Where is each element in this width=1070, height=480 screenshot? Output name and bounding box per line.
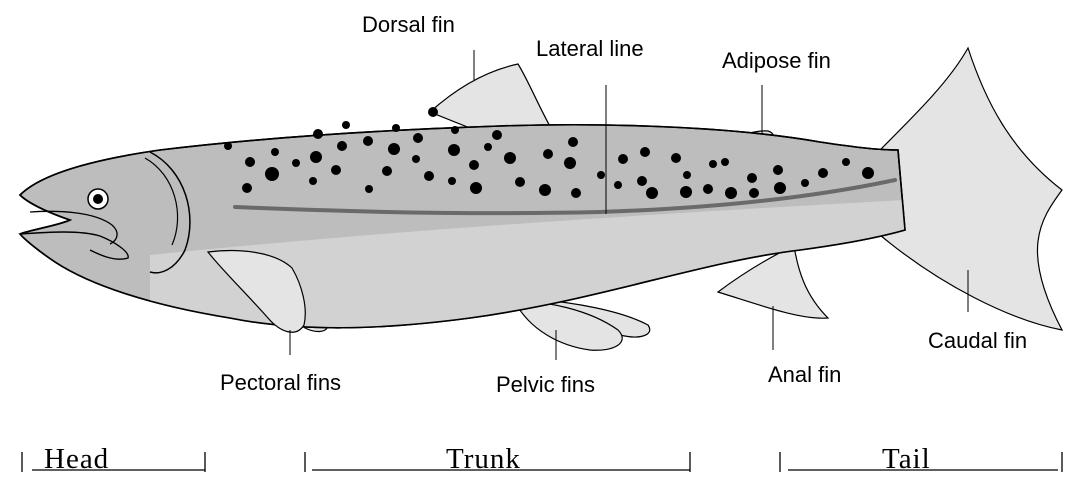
spot [365, 185, 373, 193]
spot [412, 155, 420, 163]
pupil [93, 194, 103, 204]
spot [539, 184, 551, 196]
spot [424, 171, 434, 181]
spot [571, 188, 581, 198]
spot [292, 159, 300, 167]
spot [310, 151, 322, 163]
label-pectoral-fins: Pectoral fins [220, 370, 341, 395]
pelvic-fin [515, 302, 622, 351]
spot [618, 154, 628, 164]
label-caudal-fin: Caudal fin [928, 328, 1027, 353]
label-adipose-fin: Adipose fin [722, 48, 831, 73]
label-lateral-line: Lateral line [536, 36, 644, 61]
spot [747, 173, 757, 183]
region-head: Head [44, 443, 109, 475]
spot [451, 126, 459, 134]
spot [331, 165, 341, 175]
spot [242, 183, 252, 193]
spot [671, 153, 681, 163]
spot [392, 124, 400, 132]
spot [614, 181, 622, 189]
spot [515, 177, 525, 187]
spot [862, 167, 874, 179]
spot [842, 158, 850, 166]
spot [504, 152, 516, 164]
spot [818, 168, 828, 178]
spot [428, 107, 438, 117]
spot [640, 147, 650, 157]
spot [492, 130, 502, 140]
spot [337, 141, 347, 151]
spot [363, 136, 373, 146]
spot [597, 171, 605, 179]
spot [413, 133, 423, 143]
spot [470, 182, 482, 194]
spot [543, 149, 553, 159]
spot [388, 143, 400, 155]
spot [484, 143, 492, 151]
spot [725, 187, 737, 199]
spot [774, 182, 786, 194]
label-anal-fin: Anal fin [768, 362, 841, 387]
region-trunk: Trunk [446, 443, 521, 475]
spot [342, 121, 350, 129]
spot [703, 184, 713, 194]
spot [683, 171, 691, 179]
dorsal-fin [430, 64, 552, 130]
spot [801, 179, 809, 187]
spot [309, 177, 317, 185]
spot [749, 188, 759, 198]
spot [448, 177, 456, 185]
spot [680, 186, 692, 198]
spot [265, 167, 279, 181]
spot [271, 148, 279, 156]
label-pelvic-fins: Pelvic fins [496, 372, 595, 397]
region-tail: Tail [882, 443, 931, 475]
spot [224, 142, 232, 150]
spot [382, 166, 392, 176]
spot [448, 144, 460, 156]
spot [564, 157, 576, 169]
label-dorsal-fin: Dorsal fin [362, 12, 455, 37]
spot [469, 160, 479, 170]
spot [773, 165, 783, 175]
spot [245, 157, 255, 167]
spot [637, 176, 647, 186]
spot [709, 160, 717, 168]
caudal-fin [880, 48, 1062, 330]
spot [646, 187, 658, 199]
spot [721, 158, 729, 166]
spot [568, 137, 578, 147]
spot [313, 129, 323, 139]
